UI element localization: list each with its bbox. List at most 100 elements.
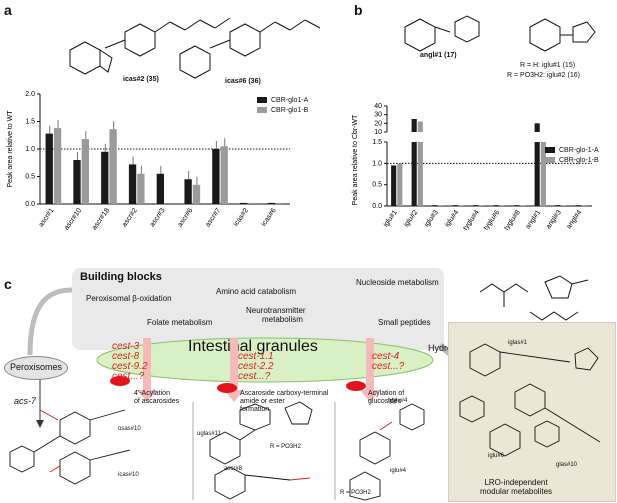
- chart-b-bar: [555, 205, 561, 206]
- chart-a-bar: [73, 160, 81, 204]
- chart-a-bar: [109, 129, 117, 204]
- legend-b: CBR-glo-1-A CBR-glo-1-B: [545, 147, 599, 164]
- bottom-molecules: [9, 401, 425, 501]
- panel-b-label: b: [354, 2, 363, 18]
- mol-iglu4: iglu#4: [390, 468, 407, 474]
- panel-b-structures: [404, 15, 596, 52]
- cest-9-2: cest-9.2: [112, 361, 148, 372]
- mol-r-po3h2-2: R = PO3H2: [340, 490, 371, 496]
- chart-a-bar: [220, 146, 228, 204]
- legend-a-item-1: CBR-glo1-A: [257, 97, 308, 104]
- chart-b-bar: [493, 205, 499, 206]
- lro-molecules: [459, 343, 601, 457]
- block-neurotransmitter: Neurotransmitter: [246, 306, 306, 315]
- chart-a-bar: [276, 202, 284, 204]
- legend-b-item-2: CBR-glo-1-B: [545, 157, 599, 164]
- chart-b-ytick-label: 1.0: [372, 160, 382, 167]
- intestinal-granules-label: Intestinal granules: [188, 338, 318, 355]
- building-blocks-box: [72, 268, 444, 350]
- chart-a-bar: [156, 173, 164, 204]
- peroxisomes-node: [4, 356, 68, 380]
- chart-b-bar: [561, 205, 567, 206]
- cest-group-3: cest-4 cest...?: [372, 352, 404, 372]
- chart-b-ytick-label: 0.0: [372, 203, 382, 210]
- chart-a-ytick-label: 0.0: [25, 201, 35, 208]
- chart-b-bar: [452, 205, 458, 206]
- block-folate: Folate metabolism: [147, 318, 213, 327]
- mol-uglas11: uglas#11: [197, 431, 221, 437]
- legend-b-item-1: CBR-glo-1-A: [545, 147, 599, 154]
- cest-4: cest-4: [372, 351, 400, 362]
- angl1-label: angl#1 (17): [420, 52, 457, 59]
- chart-a-bar: [184, 179, 192, 204]
- chart-b-bar: [458, 205, 464, 206]
- chart-b-ytick-label: 40: [374, 103, 382, 110]
- mol-iglas1: iglas#1: [508, 340, 528, 346]
- legend-a-item-2: CBR-glo1-B: [257, 107, 308, 114]
- block-amino-acid: Amino acid catabolism: [216, 287, 297, 296]
- mol-glas10: glas#10: [556, 462, 578, 468]
- amino-acid-structures: [479, 275, 589, 321]
- panel-a-label: a: [4, 2, 12, 18]
- chart-a-ylabel: Peak area relative to WT: [7, 110, 14, 188]
- chart-b-bar: [575, 205, 581, 206]
- chart-b-ytick-label: 30: [374, 112, 382, 119]
- chart-a-bar: [53, 128, 62, 204]
- chart-a-ytick-label: 1.0: [25, 146, 35, 153]
- chart-b-ylabel: Peak area relative to Cbr-WT: [352, 114, 359, 205]
- chart-b-bar-lower: [534, 142, 540, 206]
- cest-group-2: cest-1.1 cest-2.2 cest...?: [238, 352, 274, 382]
- chart-b-bar-upper: [534, 123, 540, 132]
- chart-b-bar: [391, 165, 397, 206]
- panel-a-structures: [69, 17, 321, 79]
- legend-a: CBR-glo1-A CBR-glo1-B: [257, 97, 308, 114]
- acs7-label: acs-7: [14, 396, 37, 406]
- block-neurotransmitter-2: metabolism: [262, 315, 303, 324]
- panel-c-label: c: [4, 276, 12, 292]
- cest-unknown-1: cest...?: [112, 371, 145, 382]
- chart-a-ytick-label: 0.5: [25, 174, 35, 181]
- chart-a-bar: [81, 139, 89, 204]
- chart-b-bar: [514, 205, 520, 206]
- chart-a-bar: [101, 151, 109, 204]
- mol-iglu6: iglu#6: [488, 453, 505, 459]
- chart-b-ytick-label: 10: [374, 129, 382, 136]
- mol-icas10: icas#10: [118, 472, 139, 478]
- cest-1-1: cest-1.1: [238, 351, 274, 362]
- chart-a-bar: [137, 173, 145, 204]
- chart-b-ytick-label: 0.5: [372, 182, 382, 189]
- chart-b-bar: [438, 205, 444, 206]
- mol-osas10: osas#10: [118, 426, 141, 432]
- iglu1-label: R = H: iglu#1 (15): [520, 62, 576, 69]
- peroxisomes-label: Peroxisomes: [10, 362, 63, 372]
- chart-a-bar: [240, 202, 248, 204]
- chart-b-bar: [479, 205, 485, 206]
- icas2-label: icas#2 (35): [123, 76, 159, 83]
- cest-2-2: cest-2.2: [238, 361, 274, 372]
- cest-group-1: cest-3 cest-8 cest-9.2 cest...?: [112, 342, 148, 382]
- cest-8: cest-8: [112, 351, 140, 362]
- mol-r-po3h2-1: R = PO3H2: [270, 444, 301, 450]
- lro-independent-box: [448, 322, 616, 502]
- chart-b-bar: [473, 205, 479, 206]
- cest-unknown-3: cest...?: [372, 361, 405, 372]
- chart-a-bar: [128, 164, 137, 204]
- chart-b-bar-lower: [540, 142, 546, 206]
- cest-3: cest-3: [112, 341, 140, 352]
- chart-a-ytick-label: 2.0: [25, 91, 35, 98]
- chart-b-bar-upper: [411, 119, 417, 132]
- chart-a-bar: [45, 133, 53, 204]
- chart-b-ytick-label: 1.5: [372, 139, 382, 146]
- chart-b-bar-lower: [411, 142, 417, 206]
- building-blocks-title: Building blocks: [80, 271, 162, 283]
- chart-a-ytick-label: 1.5: [25, 119, 35, 126]
- block-peroxisomal: Peroxisomal β-oxidation: [86, 294, 172, 303]
- cest-unknown-2: cest...?: [238, 371, 271, 382]
- chart-b-bar-upper: [417, 121, 423, 132]
